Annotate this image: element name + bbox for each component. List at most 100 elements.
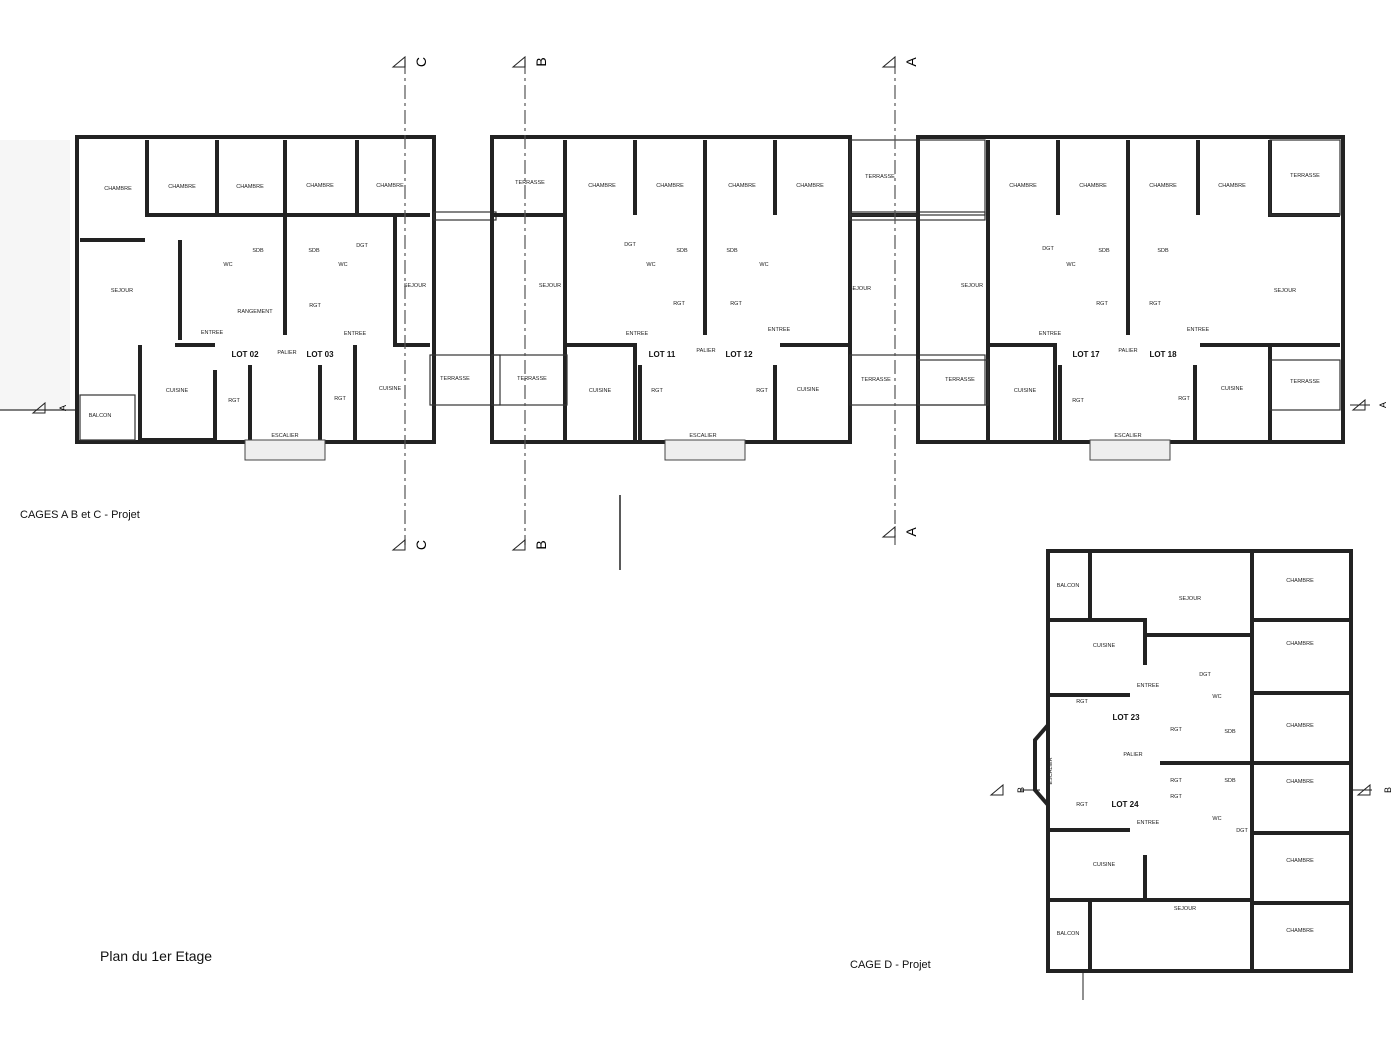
lot-label: LOT 24 [1111, 800, 1139, 809]
section-marker-b: B [533, 540, 549, 549]
room-label-palier: PALIER [1118, 348, 1137, 354]
room-label-rgt: RGT [730, 301, 742, 307]
room-label-chambre: CHAMBRE [656, 183, 684, 189]
section-marker-a: A [58, 405, 68, 411]
lot-label: LOT 03 [306, 350, 334, 359]
room-label-chambre: CHAMBRE [1286, 928, 1314, 934]
room-label-sdb: SDB [1224, 778, 1236, 784]
room-label-chambre: CHAMBRE [1218, 183, 1246, 189]
room-label-wc: WC [1212, 816, 1221, 822]
section-marker-b: B [533, 57, 549, 66]
section-arrow-icon [1351, 398, 1366, 411]
room-label-sdb: SDB [726, 248, 738, 254]
section-arrow-icon [391, 538, 406, 551]
room-label-terrasse: TERRASSE [517, 376, 547, 382]
room-label-chambre: CHAMBRE [1286, 858, 1314, 864]
room-label-cuisine: CUISINE [166, 388, 189, 394]
room-label-wc: WC [646, 262, 655, 268]
room-label-wc: WC [1066, 262, 1075, 268]
room-label-dgt: DGT [1236, 828, 1248, 834]
room-label-escalier: ESCALIER [271, 433, 298, 439]
room-label-terrasse: TERRASSE [515, 180, 545, 186]
room-label-terrasse: TERRASSE [861, 377, 891, 383]
room-label-chambre: CHAMBRE [728, 183, 756, 189]
section-marker-a: A [903, 57, 919, 67]
section-arrow-icon [31, 401, 46, 414]
room-label-rgt: RGT [1178, 396, 1190, 402]
room-label-palier: PALIER [1123, 752, 1142, 758]
room-label-palier: PALIER [696, 348, 715, 354]
section-arrow-icon [511, 55, 526, 68]
room-label-escalier: ESCALIER [1114, 433, 1141, 439]
room-label-wc: WC [223, 262, 232, 268]
room-label-escalier: ESCALIER [1048, 757, 1054, 784]
room-label-cuisine: CUISINE [589, 388, 612, 394]
room-label-entree: ENTREE [1137, 683, 1160, 689]
lot-label: LOT 02 [231, 350, 259, 359]
room-label-entree: ENTREE [1137, 820, 1160, 826]
room-label-terrasse: TERRASSE [865, 174, 895, 180]
room-label-chambre: CHAMBRE [1286, 779, 1314, 785]
room-label-cuisine: CUISINE [797, 387, 820, 393]
room-label-rgt: RGT [1076, 699, 1088, 705]
plan-title: Plan du 1er Etage [100, 948, 213, 964]
room-label-chambre: CHAMBRE [306, 183, 334, 189]
section-arrow-icon [1356, 783, 1371, 796]
room-label-sdb: SDB [252, 248, 264, 254]
room-label-sdb: SDB [1224, 729, 1236, 735]
room-label-rangement: RANGEMENT [237, 309, 273, 315]
room-label-sdb: SDB [1157, 248, 1169, 254]
room-label-dgt: DGT [1199, 672, 1211, 678]
room-label-sdb: SDB [308, 248, 320, 254]
section-marker-c: C [413, 540, 429, 550]
room-label-rgt: RGT [756, 388, 768, 394]
room-label-rgt: RGT [1072, 398, 1084, 404]
room-label-cuisine: CUISINE [1221, 386, 1244, 392]
section-arrow-icon [881, 525, 896, 538]
room-label-sejour: SEJOUR [1174, 906, 1196, 912]
section-marker-b: B [1383, 787, 1393, 793]
room-label-rgt: RGT [1149, 301, 1161, 307]
lot-label: LOT 12 [725, 350, 753, 359]
room-label-sdb: SDB [676, 248, 688, 254]
section-marker-b: B [1016, 787, 1026, 793]
room-label-rgt: RGT [651, 388, 663, 394]
room-label-rgt: RGT [334, 396, 346, 402]
cage-d-caption: CAGE D - Projet [850, 959, 931, 971]
room-label-chambre: CHAMBRE [1009, 183, 1037, 189]
room-label-chambre: CHAMBRE [1286, 578, 1314, 584]
room-label-chambre: CHAMBRE [1286, 641, 1314, 647]
room-label-dgt: DGT [356, 243, 368, 249]
room-label-entree: ENTREE [1039, 331, 1062, 337]
room-label-rgt: RGT [228, 398, 240, 404]
room-label-chambre: CHAMBRE [1149, 183, 1177, 189]
room-label-chambre: CHAMBRE [1286, 723, 1314, 729]
room-label-palier: PALIER [277, 350, 296, 356]
room-label-dgt: DGT [1042, 246, 1054, 252]
section-arrow-icon [391, 55, 406, 68]
lot-label: LOT 18 [1149, 350, 1177, 359]
room-label-chambre: CHAMBRE [104, 186, 132, 192]
room-label-cuisine: CUISINE [1093, 643, 1116, 649]
room-label-rgt: RGT [1096, 301, 1108, 307]
room-label-entree: ENTREE [768, 327, 791, 333]
room-label-wc: WC [338, 262, 347, 268]
room-labels: CHAMBRE CHAMBRE CHAMBRE CHAMBRE CHAMBRE SEJOU… [89, 173, 1320, 937]
room-label-sejour: SEJOUR [961, 283, 983, 289]
cages-abc-caption: CAGES A B et C - Projet [20, 509, 140, 521]
room-label-rgt: RGT [1170, 794, 1182, 800]
room-label-balcon: BALCON [1057, 931, 1080, 937]
section-marker-c: C [413, 57, 429, 67]
lot-label: LOT 17 [1072, 350, 1100, 359]
room-label-sejour: SEJOUR [539, 283, 561, 289]
walls [0, 135, 1353, 973]
room-label-sejour: SEJOUR [1274, 288, 1296, 294]
room-label-rgt: RGT [1170, 778, 1182, 784]
section-marker-a: A [1378, 402, 1388, 408]
room-label-chambre: CHAMBRE [236, 184, 264, 190]
room-label-chambre: CHAMBRE [376, 183, 404, 189]
room-label-sejour: SEJOUR [849, 286, 871, 292]
room-label-sejour: SEJOUR [404, 283, 426, 289]
room-label-sdb: SDB [1098, 248, 1110, 254]
